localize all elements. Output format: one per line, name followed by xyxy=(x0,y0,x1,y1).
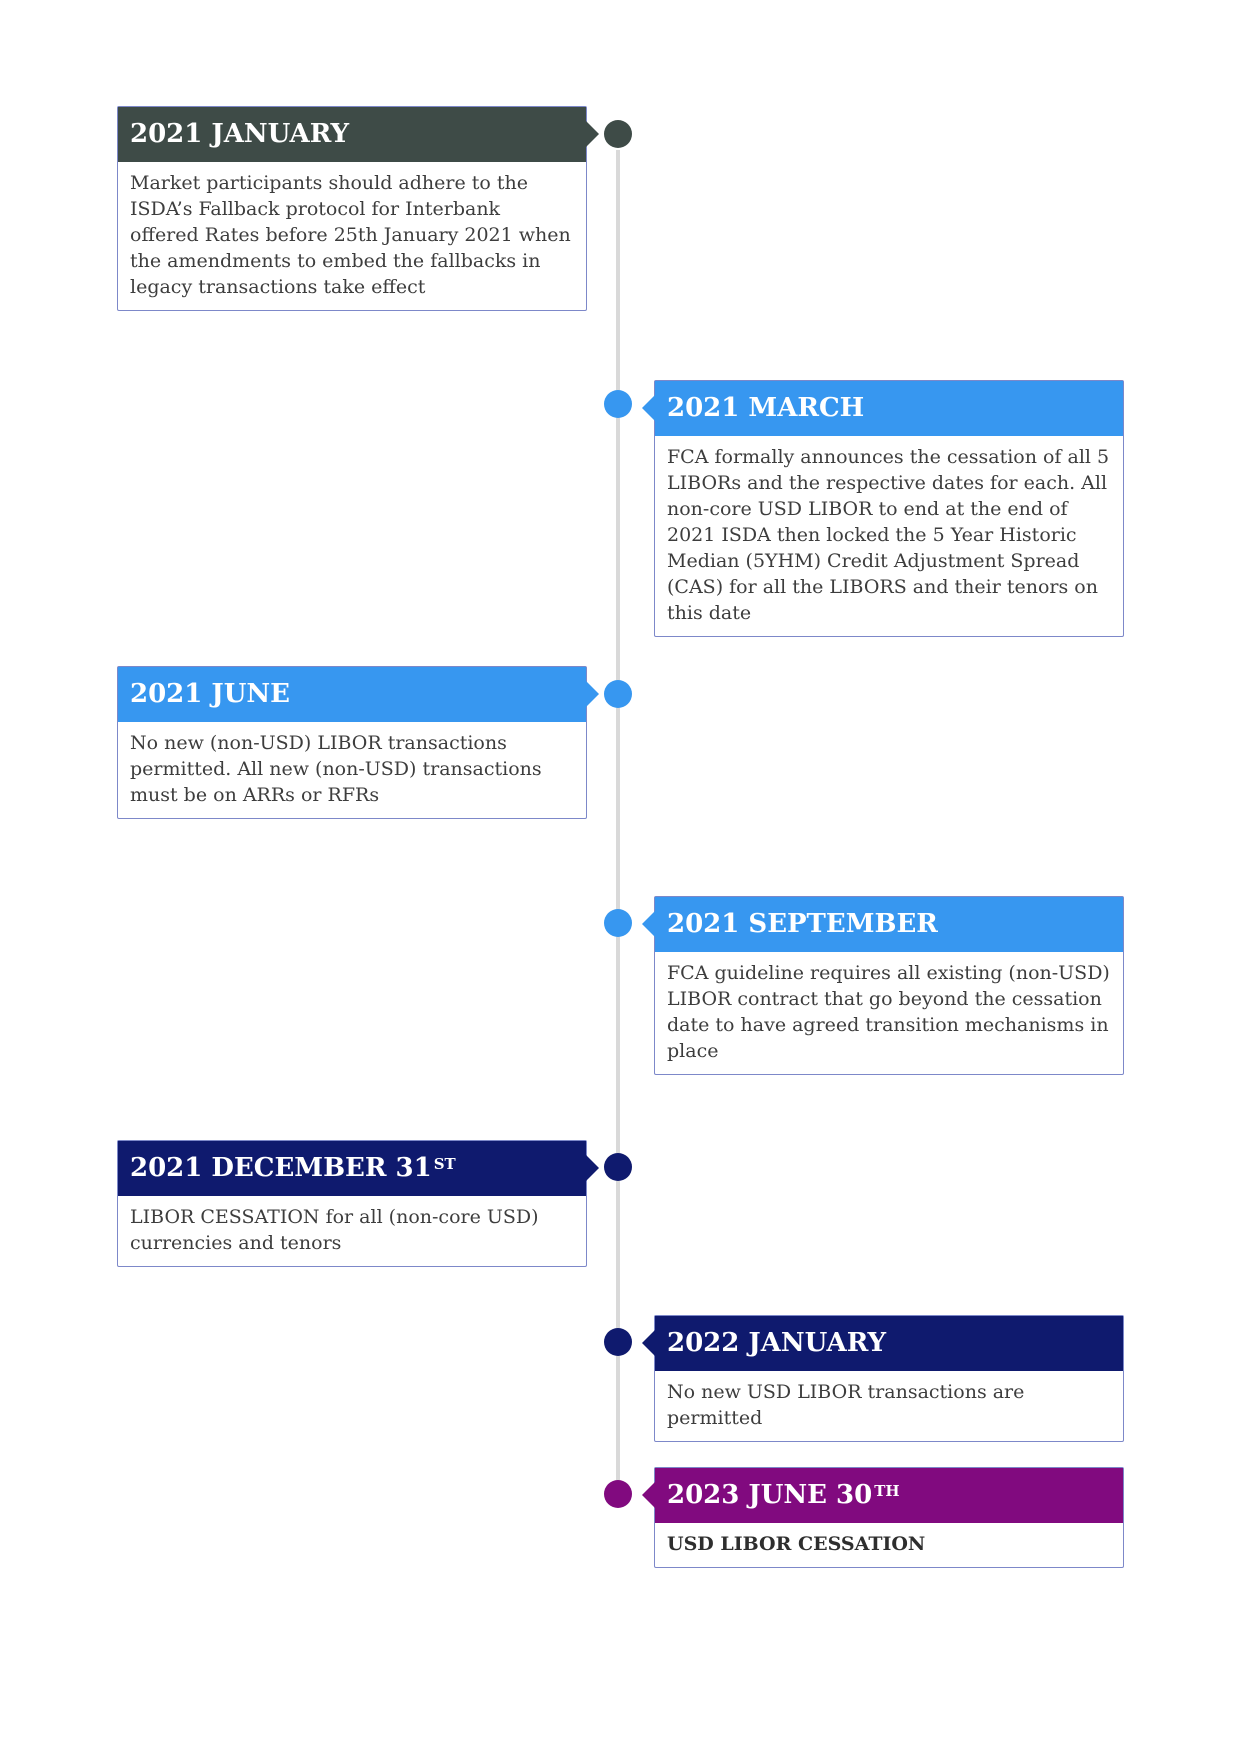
card-description: USD LIBOR CESSATION xyxy=(667,1533,926,1555)
card-pointer xyxy=(642,1330,655,1356)
card-description: No new (non-USD) LIBOR transactions perm… xyxy=(130,732,542,806)
card-description: FCA guideline requires all existing (non… xyxy=(667,962,1110,1062)
card-header: 2021 MARCH xyxy=(642,381,1123,436)
timeline-card-2021-january: 2021 JANUARY Market participants should … xyxy=(117,106,599,311)
card-pointer xyxy=(586,681,599,707)
timeline-card-2021-march: 2021 MARCH FCA formally announces the ce… xyxy=(642,380,1124,637)
timeline-card-2021-september: 2021 SEPTEMBER FCA guideline requires al… xyxy=(642,896,1124,1075)
timeline-dot-2021-september xyxy=(604,909,632,937)
card-title: 2021 JUNE xyxy=(130,679,290,709)
card-description: Market participants should adhere to the… xyxy=(130,172,571,298)
timeline-dot-2023-june xyxy=(604,1480,632,1508)
timeline-dot-2021-january xyxy=(604,120,632,148)
card-title: 2021 SEPTEMBER xyxy=(667,909,938,939)
card-title-ordinal: ST xyxy=(433,1155,456,1173)
card-title-ordinal: TH xyxy=(874,1482,900,1500)
card-header: 2021 JUNE xyxy=(118,667,599,722)
timeline-dot-2022-january xyxy=(604,1328,632,1356)
card-description: No new USD LIBOR transactions are permit… xyxy=(667,1381,1025,1429)
card-title: 2022 JANUARY xyxy=(667,1328,887,1358)
card-pointer xyxy=(642,395,655,421)
card-title: 2021 JANUARY xyxy=(130,119,350,149)
card-description: LIBOR CESSATION for all (non-core USD) c… xyxy=(130,1206,539,1254)
timeline-dot-2021-june xyxy=(604,680,632,708)
card-header: 2021 SEPTEMBER xyxy=(642,897,1123,952)
card-title: 2021 MARCH xyxy=(667,393,865,423)
card-pointer xyxy=(586,1155,599,1181)
timeline-card-2022-january: 2022 JANUARY No new USD LIBOR transactio… xyxy=(642,1315,1124,1442)
card-description: FCA formally announces the cessation of … xyxy=(667,446,1110,624)
card-header: 2022 JANUARY xyxy=(642,1316,1123,1371)
card-header: 2021 JANUARY xyxy=(118,107,599,162)
timeline-spine xyxy=(616,150,620,1500)
timeline-dot-2021-december xyxy=(604,1153,632,1181)
timeline-dot-2021-march xyxy=(604,390,632,418)
card-pointer xyxy=(586,121,599,147)
card-title: 2021 DECEMBER 31 xyxy=(130,1153,432,1183)
timeline-card-2021-june: 2021 JUNE No new (non-USD) LIBOR transac… xyxy=(117,666,599,819)
card-pointer xyxy=(642,1482,655,1508)
card-pointer xyxy=(642,911,655,937)
card-title: 2023 JUNE 30 xyxy=(667,1480,873,1510)
